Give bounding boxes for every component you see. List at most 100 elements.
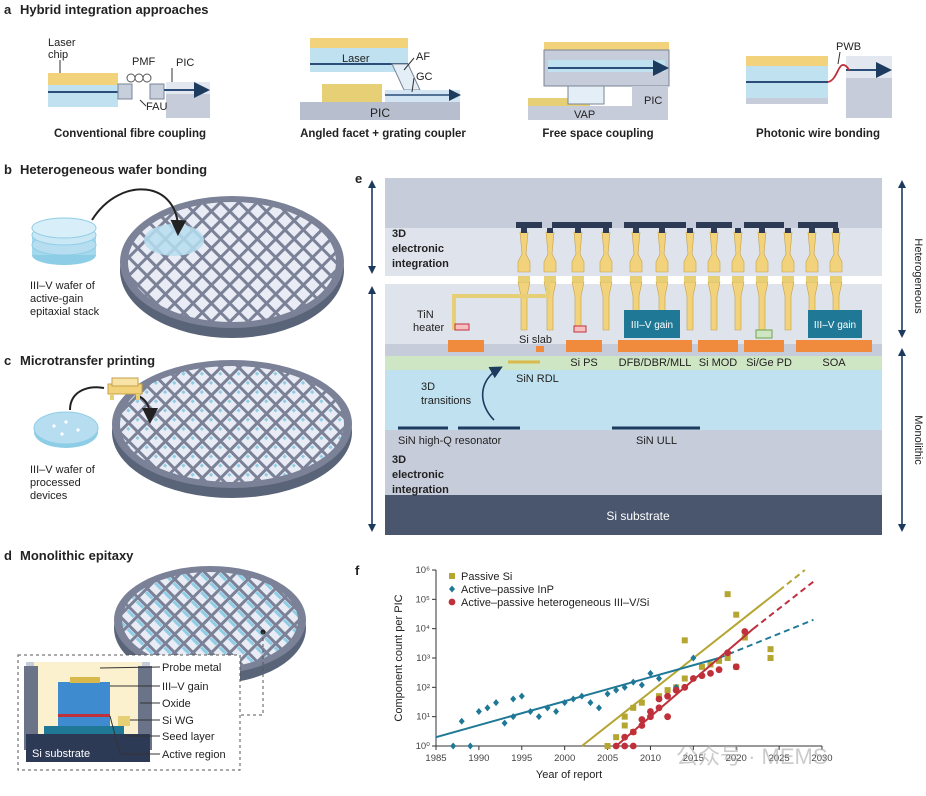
- x-tick-label: 2015: [683, 753, 704, 764]
- laser-chip-body: [48, 85, 118, 107]
- data-point-inp: [510, 695, 517, 703]
- via-pillar: [571, 231, 585, 273]
- si-substrate-d: [26, 734, 150, 762]
- data-point-passive-si: [733, 611, 740, 618]
- bump-pad: [806, 276, 818, 282]
- data-point-inp: [587, 699, 594, 707]
- via-pillar: [655, 231, 669, 273]
- pic-label-3: PIC: [644, 95, 662, 107]
- data-point-passive-si: [664, 687, 671, 694]
- data-point-passive-si: [767, 646, 774, 653]
- x-axis-label: Year of report: [536, 769, 602, 781]
- y-tick-label: 10⁵: [415, 594, 430, 605]
- data-point-passive-si: [767, 655, 774, 661]
- data-point-passive-si: [724, 591, 731, 598]
- panel-c-title: Microtransfer printing: [20, 353, 155, 368]
- laser-chip-label-2: chip: [48, 49, 68, 61]
- tin-heater: [454, 323, 470, 331]
- fibre-coupling-illustration: Laser chip PMF PIC FAU Conventional fibr…: [48, 37, 210, 140]
- fau-label: FAU: [146, 101, 167, 113]
- data-point-inp: [638, 681, 645, 689]
- pmf-loop: [126, 73, 136, 83]
- top-integration-1: 3D: [392, 228, 406, 240]
- trend-line: [435, 657, 720, 739]
- sin-rdl-label: SiN RDL: [516, 373, 559, 385]
- top-integration-2: electronic: [392, 243, 444, 255]
- data-point-passive-si: [698, 663, 705, 670]
- data-point-heterogeneous: [621, 733, 629, 741]
- caption-wire-bonding: Photonic wire bonding: [756, 128, 880, 140]
- iii-v-gain-block: [58, 682, 110, 726]
- y-axis-label: Component count per PIC: [393, 594, 405, 721]
- via-pillar: [805, 231, 819, 273]
- fau-block: [117, 83, 133, 100]
- data-point-heterogeneous: [741, 628, 749, 635]
- solder-bump: [711, 228, 717, 233]
- data-point-inp: [450, 742, 457, 750]
- via-pillar: [629, 231, 643, 273]
- si-wg: [118, 716, 130, 726]
- data-point-inp: [484, 704, 491, 712]
- legend-label: Active–passive heterogeneous III–V/Si: [461, 597, 649, 609]
- data-point-heterogeneous: [655, 695, 663, 703]
- bottom-electronic-layer: [385, 430, 882, 495]
- si-substrate-d-label: Si substrate: [32, 748, 90, 760]
- data-point-passive-si: [681, 675, 688, 682]
- si-ps: [566, 340, 602, 352]
- data-point-passive-si: [621, 713, 628, 720]
- via-pillar: [543, 231, 557, 273]
- data-point-heterogeneous: [638, 716, 646, 723]
- panel-e-letter: e: [355, 171, 362, 186]
- via-pillar: [517, 231, 531, 273]
- active-region-line: [58, 714, 110, 717]
- bonding-arrow: [91, 188, 187, 236]
- data-point-heterogeneous: [724, 649, 732, 657]
- data-point-heterogeneous: [732, 663, 740, 671]
- via-pillar: [755, 231, 769, 273]
- data-point-inp: [578, 692, 585, 700]
- panel-b: b Heterogeneous wafer bonding III–V wafe…: [4, 162, 344, 338]
- pmf-label: PMF: [132, 56, 156, 68]
- sin-resonator-label: SiN high-Q resonator: [398, 435, 502, 447]
- data-point-heterogeneous: [698, 672, 706, 680]
- data-point-passive-si: [630, 704, 637, 711]
- via-pillar: [731, 231, 745, 273]
- laser-label: Laser: [342, 53, 370, 65]
- wafer-b-die-grid: [128, 202, 336, 322]
- panel-b-letter: b: [4, 162, 12, 177]
- gain-label-2: III–V gain: [814, 320, 856, 331]
- heterogeneous-label: Heterogeneous: [912, 238, 924, 314]
- data-point-inp: [501, 719, 508, 727]
- top-integration-3: integration: [392, 258, 449, 270]
- data-point-inp: [467, 742, 474, 750]
- si-mod: [698, 340, 738, 352]
- y-tick-label: 10⁴: [415, 624, 430, 635]
- data-point-inp: [656, 675, 663, 683]
- y-tick-label: 10³: [416, 653, 430, 664]
- projected-trend-line: [778, 569, 806, 592]
- data-point-heterogeneous: [638, 722, 646, 729]
- bump-pad: [684, 276, 696, 282]
- si-substrate-e-label: Si substrate: [606, 509, 670, 523]
- oxide-cladding: [385, 370, 882, 430]
- pic-substrate: [300, 102, 460, 120]
- si-wg-label: Si WG: [162, 715, 194, 727]
- wafer-c-label-3: devices: [30, 490, 68, 502]
- y-tick-label: 10²: [416, 682, 430, 693]
- y-tick-label: 10⁰: [416, 741, 431, 752]
- pic-label-2: PIC: [370, 106, 390, 120]
- x-tick-label: 2000: [554, 753, 575, 764]
- gc-label: GC: [416, 71, 433, 83]
- data-point-inp: [613, 686, 620, 694]
- data-point-passive-si: [716, 657, 723, 664]
- wafer-c-label-2: processed: [30, 477, 81, 489]
- data-point-heterogeneous: [664, 692, 671, 700]
- bump-pad: [830, 276, 842, 282]
- wafer-c-label-1: III–V wafer of: [30, 464, 96, 476]
- data-point-passive-si: [681, 637, 688, 644]
- iii-v-wafer-stack-b: [31, 217, 97, 265]
- probe-metal-label: Probe metal: [162, 662, 221, 674]
- seed-layer: [44, 726, 124, 734]
